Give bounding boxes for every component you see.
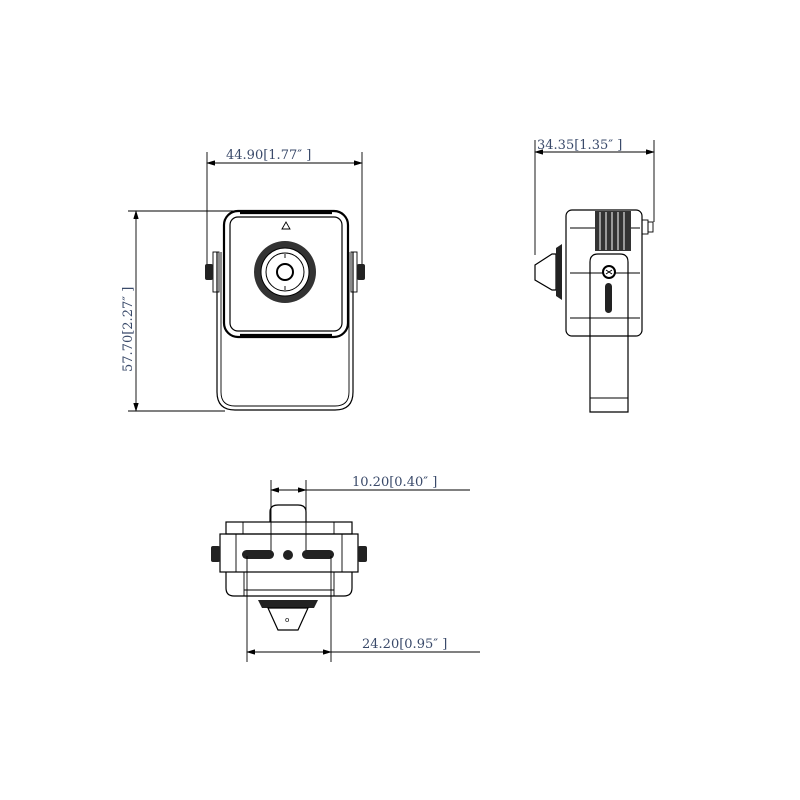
bottom-slot-spacing-label: 10.20[0.40″ ] — [352, 475, 437, 490]
bottom-view: 10.20[0.40″ ] o 24.20[0.95″ ] — [211, 475, 480, 662]
front-height-label: 57.70[2.27″ ] — [121, 287, 136, 372]
front-width-label: 44.90[1.77″ ] — [226, 148, 311, 163]
side-depth-label: 34.35[1.35″ ] — [537, 138, 622, 153]
side-view: 34.35[1.35″ ] — [534, 138, 655, 413]
svg-text:o: o — [285, 616, 289, 624]
bottom-mount-width-label: 24.20[0.95″ ] — [362, 637, 447, 652]
front-view: 44.90[1.77″ ] 57.70[2.27″ ] — [121, 148, 365, 412]
